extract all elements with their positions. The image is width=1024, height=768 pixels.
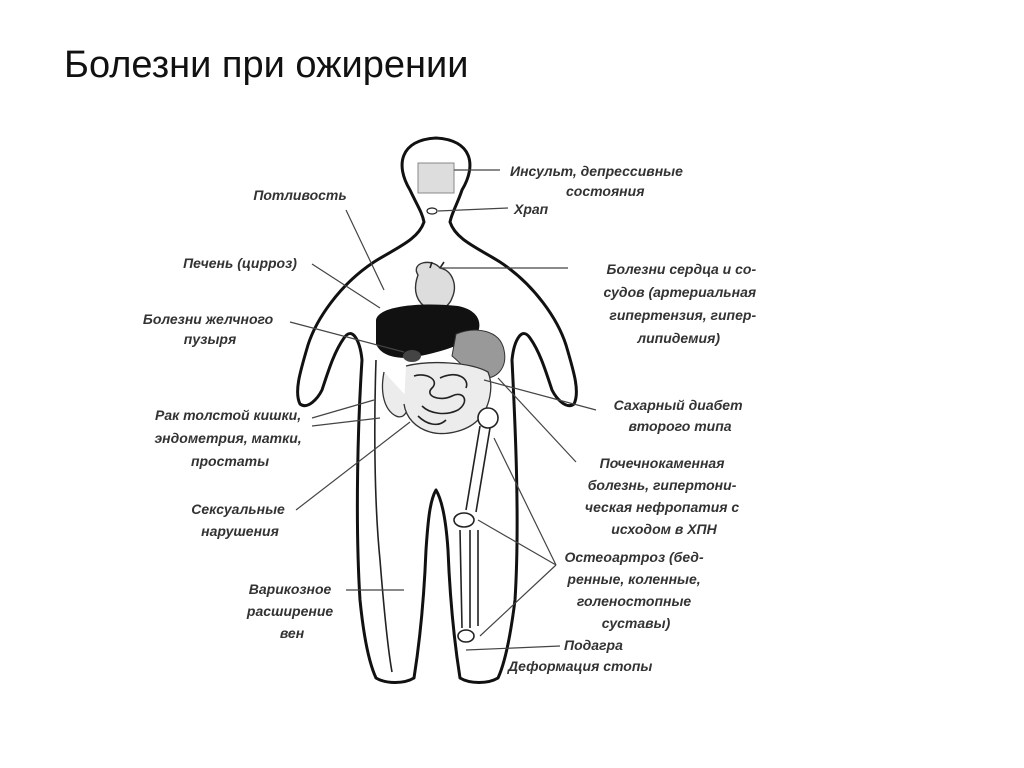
liver-organ xyxy=(376,304,480,358)
label-snoring: Храп xyxy=(513,201,549,217)
label-sexual: Сексуальные нарушения xyxy=(191,501,288,539)
label-kidney: Почечнокаменная болезнь, гипертони- ческ… xyxy=(585,455,743,537)
label-sweating: Потливость xyxy=(253,187,346,203)
leader-lines xyxy=(289,169,597,651)
label-cancer: Рак толстой кишки, эндометрия, матки, пр… xyxy=(154,407,305,469)
leg-bones xyxy=(453,407,499,643)
label-varicose: Варикозное расширение вен xyxy=(246,581,337,641)
label-heart: Болезни сердца и со- судов (артериальная… xyxy=(604,261,760,346)
label-foot-deformity: Деформация стопы xyxy=(507,658,652,674)
label-gout: Подагра xyxy=(564,637,623,653)
slide-title: Болезни при ожирении xyxy=(64,44,469,86)
throat-marker xyxy=(426,207,438,215)
label-gallbladder: Болезни желчного пузыря xyxy=(143,311,277,347)
heart-organ xyxy=(414,261,456,311)
label-stroke: Инсульт, депрессивные состояния xyxy=(510,163,687,199)
intestines xyxy=(381,361,492,435)
label-osteoarthritis: Остеоартроз (бед- ренные, коленные, голе… xyxy=(564,549,707,631)
brain-marker xyxy=(417,162,455,194)
label-diabetes: Сахарный диабет второго типа xyxy=(614,397,747,434)
gallbladder-organ xyxy=(403,350,421,362)
label-liver: Печень (цирроз) xyxy=(183,255,297,271)
